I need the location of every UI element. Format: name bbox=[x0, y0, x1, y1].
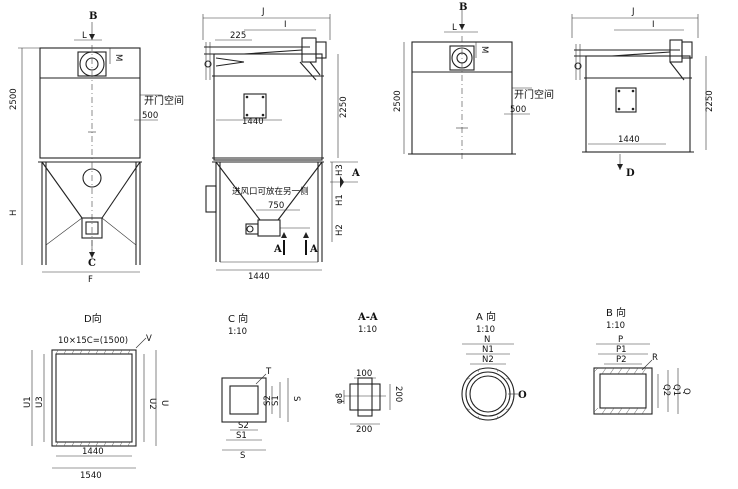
d-view: D向 10×15C=(1500) V U1 U3 U2 U 1440 1540 bbox=[23, 312, 169, 481]
label-h: H bbox=[9, 210, 19, 216]
b-view: B 向 1:10 P P1 P2 R Q2 Q1 Q bbox=[593, 306, 691, 415]
a-view: A 向 1:10 N N1 N2 O bbox=[461, 310, 527, 421]
aa-view: A-A 1:10 100 φ8 200 200 bbox=[335, 312, 403, 435]
label-s1-bottom: S1 bbox=[236, 431, 247, 441]
label-o: O bbox=[518, 390, 527, 401]
label-u2: U2 bbox=[147, 398, 157, 410]
dim-1440-d: 1440 bbox=[82, 447, 104, 457]
dim-500: 500 bbox=[142, 111, 158, 121]
label-s: S bbox=[291, 396, 301, 401]
dim-500-right: 500 bbox=[510, 105, 526, 115]
dim-200-right: 200 bbox=[393, 386, 403, 402]
right-side-view: J I 2250 1440 D bbox=[571, 7, 715, 179]
label-u3: U3 bbox=[35, 396, 45, 408]
inlet-note: 进风口可放在另一侧 bbox=[232, 186, 309, 197]
label-a-right: A bbox=[351, 168, 360, 179]
label-i: I bbox=[284, 20, 287, 30]
a-view-title: A 向 bbox=[476, 310, 496, 323]
label-b-right: B bbox=[459, 2, 467, 13]
aa-view-title: A-A bbox=[357, 312, 378, 323]
a-view-scale: 1:10 bbox=[476, 325, 495, 335]
dim-225: 225 bbox=[230, 31, 246, 41]
label-phi8: φ8 bbox=[335, 393, 345, 404]
label-u1: U1 bbox=[23, 396, 33, 408]
label-h2: H2 bbox=[335, 224, 345, 236]
dim-1540-d: 1540 bbox=[80, 471, 102, 481]
label-n: N bbox=[484, 335, 490, 345]
label-q1: Q1 bbox=[671, 384, 681, 396]
label-b: B bbox=[89, 11, 97, 22]
dim-1440-base: 1440 bbox=[248, 272, 270, 282]
label-d: D bbox=[626, 168, 635, 179]
d-view-title: D向 bbox=[84, 312, 102, 325]
dim-200-bottom: 200 bbox=[356, 425, 372, 435]
label-p1: P1 bbox=[616, 345, 627, 355]
label-h1: H1 bbox=[335, 194, 345, 206]
label-p2: P2 bbox=[616, 355, 627, 365]
dim-2500-right: 2500 bbox=[393, 90, 403, 112]
b-view-scale: 1:10 bbox=[606, 321, 625, 331]
label-m-right: M bbox=[479, 46, 489, 53]
dim-2250: 2250 bbox=[339, 96, 349, 118]
dim-2250-right: 2250 bbox=[705, 90, 715, 112]
dim-1440-right: 1440 bbox=[618, 135, 640, 145]
label-q2: Q2 bbox=[661, 384, 671, 396]
open-door-space-right: 开门空间 bbox=[514, 88, 554, 101]
label-q: Q bbox=[681, 388, 691, 395]
c-view: C 向 1:10 T S2 S1 S S2 S1 S bbox=[221, 312, 301, 461]
b-view-title: B 向 bbox=[606, 306, 626, 319]
label-l-right: L bbox=[452, 23, 457, 33]
label-l: L bbox=[82, 31, 87, 41]
label-c: C bbox=[88, 258, 96, 269]
label-u: U bbox=[159, 400, 169, 406]
label-v: V bbox=[146, 334, 152, 344]
label-i-right: I bbox=[652, 20, 655, 30]
label-n1: N1 bbox=[482, 345, 494, 355]
dim-2500: 2500 bbox=[9, 88, 19, 110]
left-front-view: B L M 2500 开门空间 500 bbox=[9, 11, 184, 285]
label-n2: N2 bbox=[482, 355, 494, 365]
label-s2-bottom: S2 bbox=[238, 421, 249, 431]
d-view-spec: 10×15C=(1500) bbox=[58, 336, 128, 346]
label-t: T bbox=[265, 367, 272, 377]
label-a-left: A bbox=[273, 244, 282, 255]
label-h3: H3 bbox=[335, 164, 345, 176]
label-s-bottom: S bbox=[240, 451, 245, 461]
c-view-title: C 向 bbox=[228, 312, 248, 325]
label-j: J bbox=[261, 7, 265, 17]
dim-100: 100 bbox=[356, 369, 372, 379]
dim-750: 750 bbox=[268, 201, 284, 211]
label-j-right: J bbox=[631, 7, 635, 17]
right-front-view: B L M 2500 开门空间 500 bbox=[393, 2, 554, 160]
label-a-right2: A bbox=[309, 244, 318, 255]
label-f: F bbox=[88, 275, 93, 285]
open-door-space-label: 开门空间 bbox=[144, 94, 184, 107]
label-p: P bbox=[618, 335, 623, 345]
mid-side-view: J I 225 1440 2250 bbox=[202, 7, 360, 282]
dim-1440-box: 1440 bbox=[242, 117, 264, 127]
label-r: R bbox=[652, 353, 658, 363]
c-view-scale: 1:10 bbox=[228, 327, 247, 337]
label-s2: S2 bbox=[263, 395, 273, 406]
aa-view-scale: 1:10 bbox=[358, 325, 377, 335]
label-m: M bbox=[113, 54, 123, 61]
label-s1: S1 bbox=[271, 395, 281, 406]
